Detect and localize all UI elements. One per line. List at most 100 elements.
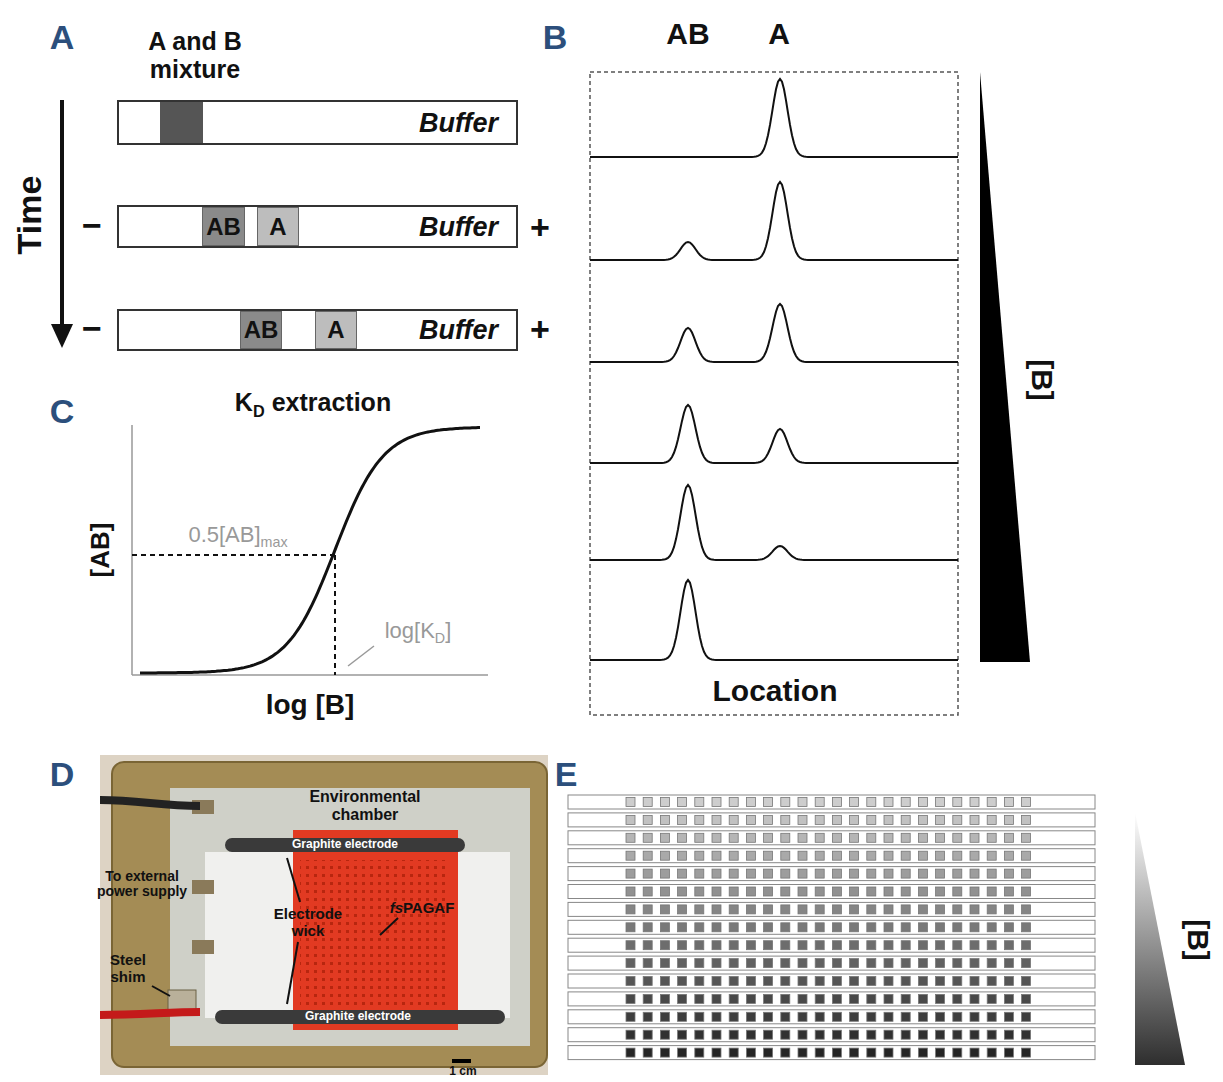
- binding-curve: [140, 428, 480, 673]
- electropherogram-trace: [590, 304, 958, 362]
- well-square: [953, 1030, 962, 1039]
- well-square: [832, 1012, 841, 1021]
- well-square: [832, 994, 841, 1003]
- well-square: [781, 1048, 790, 1057]
- well-square: [781, 994, 790, 1003]
- well-square: [815, 851, 824, 860]
- axis-label-group: [B]: [1026, 359, 1059, 401]
- well-square: [764, 851, 773, 860]
- well-square: [832, 959, 841, 968]
- part-label-group: Steel shim: [98, 952, 158, 985]
- well-square: [626, 959, 635, 968]
- well-square: [764, 798, 773, 807]
- well-square: [970, 869, 979, 878]
- well-square: [884, 1048, 893, 1057]
- well-square: [815, 869, 824, 878]
- well-square: [746, 869, 755, 878]
- well-square: [1022, 959, 1031, 968]
- well-square: [798, 977, 807, 986]
- well-square: [712, 798, 721, 807]
- well-square: [970, 1012, 979, 1021]
- well-square: [953, 798, 962, 807]
- well-square: [987, 977, 996, 986]
- black-cable: [100, 800, 200, 806]
- gel-strip: [568, 974, 1095, 988]
- axis-label-group: log [B]: [266, 690, 355, 721]
- well-square: [901, 941, 910, 950]
- well-square: [1004, 798, 1013, 807]
- well-square: [643, 994, 652, 1003]
- well-square: [1004, 851, 1013, 860]
- well-square: [798, 959, 807, 968]
- well-square: [678, 869, 687, 878]
- well-square: [867, 994, 876, 1003]
- part-label: Graphite electrode: [292, 837, 398, 851]
- gel-strip: [568, 1028, 1095, 1042]
- half-max-line: [132, 554, 335, 556]
- peak-label-group: A: [768, 17, 790, 50]
- well-square: [970, 923, 979, 932]
- well-square: [918, 1012, 927, 1021]
- well-square: [729, 798, 738, 807]
- well-square: [1004, 1030, 1013, 1039]
- well-square: [678, 798, 687, 807]
- axis-label-group: Location: [713, 674, 838, 707]
- well-square: [626, 798, 635, 807]
- well-square: [746, 887, 755, 896]
- electropherogram-trace: [590, 182, 958, 260]
- well-square: [918, 851, 927, 860]
- gel-strip: [568, 867, 1095, 881]
- leader-line: [380, 918, 398, 935]
- well-square: [626, 977, 635, 986]
- well-square: [746, 941, 755, 950]
- well-square: [712, 959, 721, 968]
- well-square: [970, 959, 979, 968]
- well-square: [970, 887, 979, 896]
- well-square: [867, 905, 876, 914]
- well-square: [746, 977, 755, 986]
- electrode-sign: −: [82, 206, 102, 244]
- well-square: [746, 994, 755, 1003]
- well-square: [712, 977, 721, 986]
- well-square: [850, 941, 859, 950]
- part-label: To external power supply: [97, 868, 187, 899]
- well-square: [1004, 833, 1013, 842]
- well-square: [850, 851, 859, 860]
- well-square: [626, 851, 635, 860]
- well-square: [729, 851, 738, 860]
- well-square: [936, 941, 945, 950]
- part-label-group: Graphite electrode: [292, 838, 398, 851]
- axis-label-group: [AB]: [86, 523, 115, 578]
- well-square: [867, 941, 876, 950]
- well-square: [781, 941, 790, 950]
- well-square: [987, 959, 996, 968]
- well-square: [781, 905, 790, 914]
- well-square: [781, 815, 790, 824]
- well-square: [901, 798, 910, 807]
- well-square: [850, 923, 859, 932]
- well-square: [850, 1030, 859, 1039]
- well-square: [643, 1048, 652, 1057]
- well-square: [936, 887, 945, 896]
- well-square: [884, 851, 893, 860]
- well-square: [936, 1048, 945, 1057]
- well-square: [626, 994, 635, 1003]
- well-square: [643, 1012, 652, 1021]
- analyte-zone: A: [315, 311, 357, 349]
- well-square: [987, 923, 996, 932]
- well-square: [695, 798, 704, 807]
- well-square: [832, 923, 841, 932]
- well-square: [643, 815, 652, 824]
- gel-strip: [568, 1046, 1095, 1060]
- well-square: [712, 869, 721, 878]
- well-square: [729, 941, 738, 950]
- well-square: [798, 1030, 807, 1039]
- well-square: [678, 1030, 687, 1039]
- well-square: [695, 959, 704, 968]
- electrode-sign-group: −: [82, 310, 102, 347]
- panel-letter-group: B: [543, 19, 568, 56]
- well-square: [918, 923, 927, 932]
- well-square: [918, 905, 927, 914]
- electropherogram-trace: [590, 485, 958, 560]
- well-square: [729, 833, 738, 842]
